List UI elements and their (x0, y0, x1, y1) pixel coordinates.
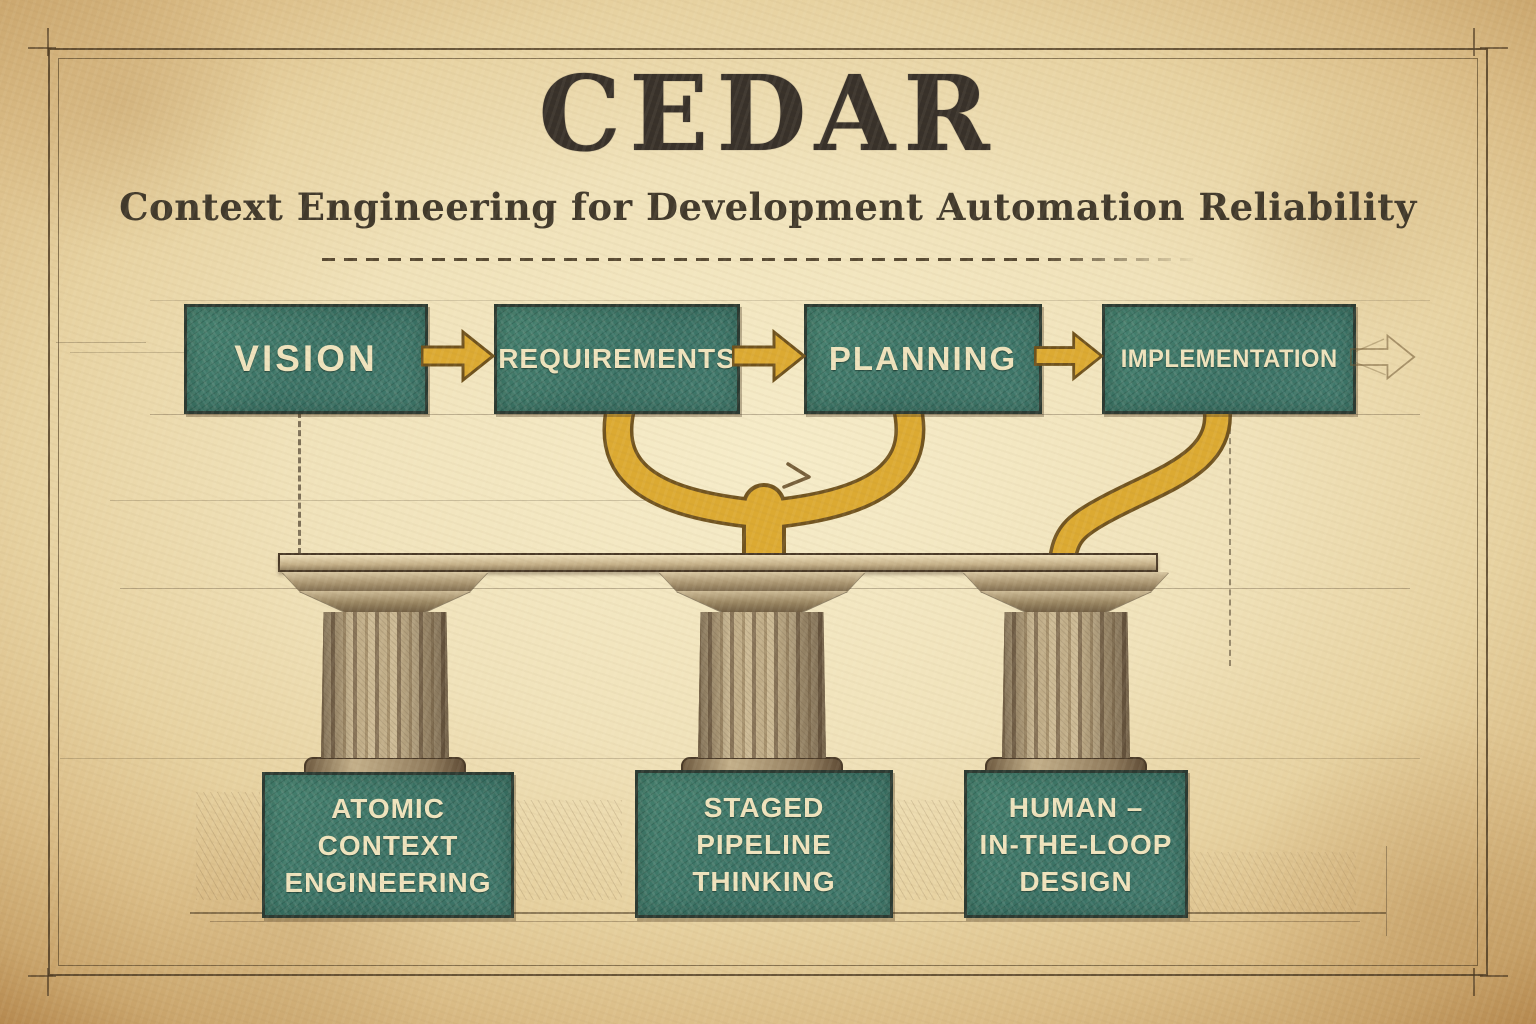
ground-line (210, 921, 1360, 922)
pillar-label-human-in-the-loop-design: HUMAN – IN-THE-LOOP DESIGN (964, 770, 1188, 918)
flow-box-label: PLANNING (828, 340, 1018, 377)
column-shaft (698, 612, 826, 758)
frame-overshoot (47, 968, 49, 996)
pillar-label-line: IN-THE-LOOP (979, 828, 1173, 860)
pillar-column-2 (657, 572, 867, 778)
pillar-column-1 (280, 572, 490, 778)
pillar-label-line: STAGED (703, 791, 825, 823)
column-shaft (321, 612, 449, 758)
sketch-hatching (892, 800, 962, 900)
column-echinus (299, 591, 471, 613)
sketch-arrow-icon (1350, 333, 1416, 381)
guide-line (150, 414, 1420, 415)
frame-overshoot (47, 28, 49, 56)
frame-overshoot (1473, 28, 1475, 56)
dashed-guide-implementation (1229, 428, 1231, 666)
flow-box-label: REQUIREMENTS (498, 343, 736, 374)
guide-line (150, 300, 1430, 301)
pillar-label-line: THINKING (692, 865, 836, 897)
frame-overshoot (1480, 975, 1508, 977)
pillar-label-line: ATOMIC (331, 792, 445, 824)
page-title: CEDAR (538, 52, 998, 175)
pillar-label-atomic-context-engineering: ATOMIC CONTEXT ENGINEERING (262, 772, 514, 918)
column-capital (282, 572, 488, 592)
column-shaft (1002, 612, 1130, 758)
flow-box-label: IMPLEMENTATION (1120, 344, 1338, 373)
guide-line (70, 352, 190, 353)
pillar-column-3 (961, 572, 1171, 778)
flow-box-planning: PLANNING (804, 304, 1042, 414)
guide-line (56, 342, 146, 343)
flow-direction-chevron (782, 462, 811, 489)
column-echinus (676, 591, 848, 613)
flow-box-vision: VISION (184, 304, 428, 414)
column-echinus (980, 591, 1152, 613)
frame-overshoot (28, 47, 56, 49)
guide-line (110, 500, 760, 501)
lintel-beam (278, 553, 1158, 572)
guide-line (1386, 846, 1387, 936)
column-capital (659, 572, 865, 592)
sketch-hatching (196, 792, 260, 900)
pillar-label-line: HUMAN – (1008, 791, 1144, 823)
frame-overshoot (1480, 47, 1508, 49)
frame-overshoot (28, 975, 56, 977)
flow-arrow-icon (732, 328, 806, 384)
flow-box-label: VISION (234, 338, 378, 379)
pillar-label-line: CONTEXT (317, 829, 459, 861)
flow-box-requirements: REQUIREMENTS (494, 304, 740, 414)
flow-box-implementation: IMPLEMENTATION (1102, 304, 1356, 414)
dashed-guide-vision (298, 412, 301, 554)
pillar-label-line: ENGINEERING (284, 866, 492, 898)
flow-arrow-icon (1034, 330, 1104, 382)
sketch-hatching (1186, 852, 1356, 912)
flow-arrow-icon (421, 328, 495, 384)
column-capital (963, 572, 1169, 592)
sketch-hatching (512, 800, 622, 900)
pillar-label-staged-pipeline-thinking: STAGED PIPELINE THINKING (635, 770, 893, 918)
frame-overshoot (1473, 968, 1475, 996)
pillar-label-line: DESIGN (1019, 865, 1133, 897)
pillar-label-line: PIPELINE (696, 828, 832, 860)
dashed-separator (322, 258, 1200, 261)
page-subtitle: Context Engineering for Development Auto… (119, 185, 1417, 229)
